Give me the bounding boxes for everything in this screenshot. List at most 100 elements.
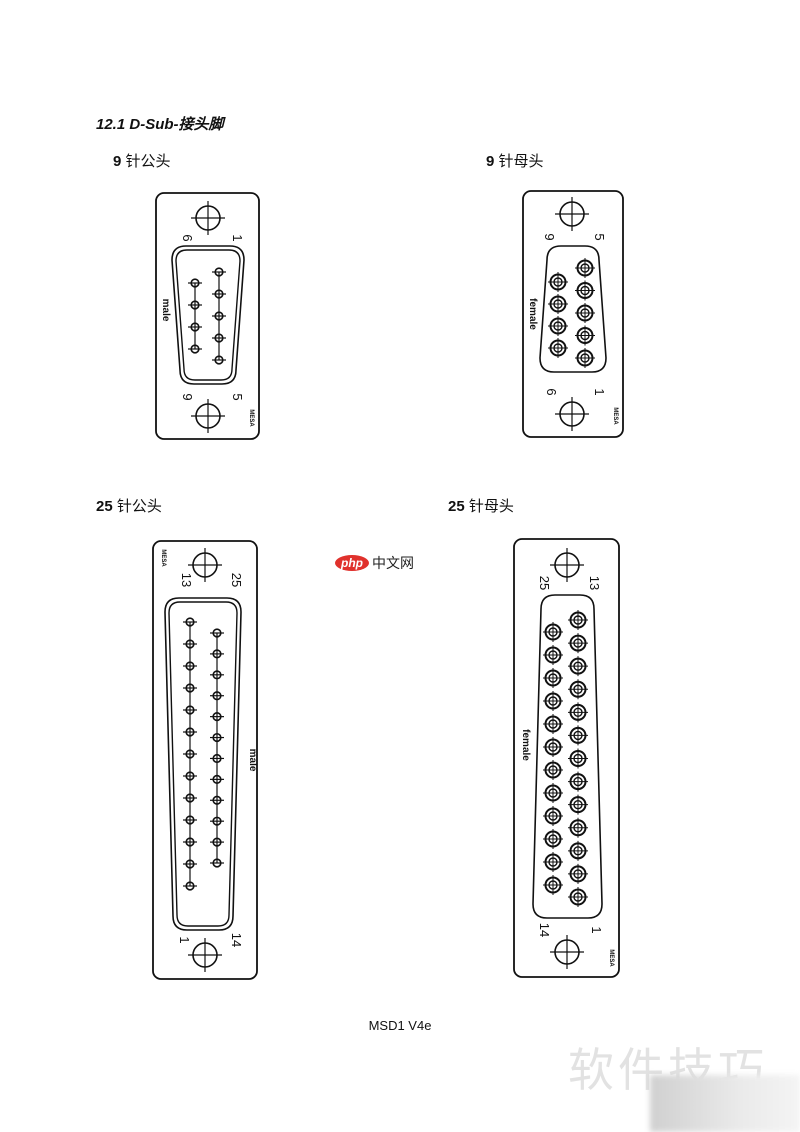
pin-icon [212, 289, 226, 299]
socket-icon [543, 691, 563, 711]
pin-icon [188, 300, 202, 310]
pin-count: 9 [113, 153, 122, 170]
socket-icon [548, 272, 568, 292]
screw-hole-icon [550, 935, 584, 969]
socket-icon [568, 817, 588, 838]
pin-icon [210, 649, 224, 659]
pin-icon [183, 617, 197, 627]
pin-count: 9 [486, 153, 495, 170]
d-shell-outer [539, 245, 607, 373]
socket-icon [575, 325, 595, 346]
pin-number-label: 6 [180, 234, 195, 241]
heading-25-male: 25 针公头 [96, 495, 162, 516]
pin-icon [183, 815, 197, 825]
gender-label: male [160, 299, 171, 322]
socket-icon [543, 875, 563, 895]
screw-hole-icon [550, 548, 584, 582]
heading-text: 针母头 [468, 498, 514, 515]
pin-number-label: 1 [589, 926, 604, 933]
pin-number-label: 5 [592, 233, 607, 240]
screw-hole-icon [188, 938, 222, 972]
pin-count: 25 [448, 498, 465, 515]
socket-icon [568, 656, 588, 677]
pin-number-label: 13 [179, 573, 194, 587]
socket-icon [568, 748, 588, 769]
socket-icon [575, 280, 595, 301]
pin-count: 25 [96, 498, 113, 515]
gender-label: male [247, 749, 258, 772]
socket-icon [575, 303, 595, 323]
socket-icon [575, 258, 595, 278]
pin-number-label: 9 [180, 393, 195, 400]
screw-hole-icon [555, 197, 589, 231]
site-logo: php 中文网 [335, 553, 414, 573]
screw-hole-icon [188, 548, 222, 582]
socket-icon [568, 702, 588, 723]
heading-text: 针公头 [125, 153, 171, 170]
socket-icon [543, 852, 563, 872]
heading-9-male: 9 针公头 [113, 150, 171, 171]
pin-number-label: 1 [592, 388, 607, 395]
section-title: 12.1 D-Sub-接头脚 [96, 116, 224, 133]
pin-icon [183, 793, 197, 803]
socket-icon [543, 760, 563, 780]
pin-number-label: 6 [544, 388, 559, 395]
pin-icon [188, 322, 202, 332]
socket-icon [568, 887, 588, 907]
screw-hole-icon [555, 397, 589, 431]
pin-number-label: 25 [537, 576, 552, 590]
pin-icon [210, 628, 224, 638]
pin-icon [210, 795, 224, 805]
pin-icon [210, 837, 224, 847]
pin-icon [183, 749, 197, 759]
socket-icon [568, 610, 588, 630]
pin-icon [183, 661, 197, 671]
socket-icon [543, 714, 563, 734]
maker-label: MESA [612, 407, 618, 425]
footer-text: MSD1 V4e [368, 1018, 432, 1033]
socket-icon [568, 794, 588, 815]
pin-number-label: 9 [542, 233, 557, 240]
socket-icon [548, 294, 568, 314]
socket-icon [548, 316, 568, 336]
screw-hole-icon [191, 201, 225, 235]
gender-label: female [520, 729, 531, 761]
pin-icon [210, 712, 224, 722]
pin-icon [210, 670, 224, 680]
heading-text: 针母头 [498, 153, 544, 170]
socket-icon [548, 338, 568, 358]
pin-icon [183, 727, 197, 737]
socket-icon [575, 348, 595, 368]
socket-icon [568, 679, 588, 700]
socket-icon [543, 737, 563, 757]
pin-icon [210, 753, 224, 764]
gender-label: female [527, 298, 538, 330]
pin-number-label: 1 [230, 234, 245, 241]
socket-icon [543, 668, 563, 688]
maker-label: MESA [608, 949, 614, 967]
socket-icon [543, 806, 563, 826]
socket-icon [568, 840, 588, 861]
socket-icon [543, 783, 563, 803]
pin-icon [210, 858, 224, 868]
d-shell-inner [168, 601, 238, 927]
socket-icon [543, 645, 563, 665]
pin-number-label: 14 [229, 933, 244, 947]
pin-icon [183, 771, 197, 781]
heading-9-female: 9 针母头 [486, 150, 544, 171]
heading-text: 针公头 [116, 498, 162, 515]
d-shell-outer [171, 245, 245, 385]
pin-icon [183, 705, 197, 715]
pin-icon [210, 691, 224, 701]
pin-number-label: 1 [177, 936, 192, 943]
connector-flange [152, 540, 258, 980]
pin-icon [183, 859, 197, 869]
maker-label: MESA [160, 549, 166, 567]
pin-icon [212, 311, 226, 321]
socket-icon [568, 633, 588, 654]
heading-25-female: 25 针母头 [448, 495, 514, 516]
